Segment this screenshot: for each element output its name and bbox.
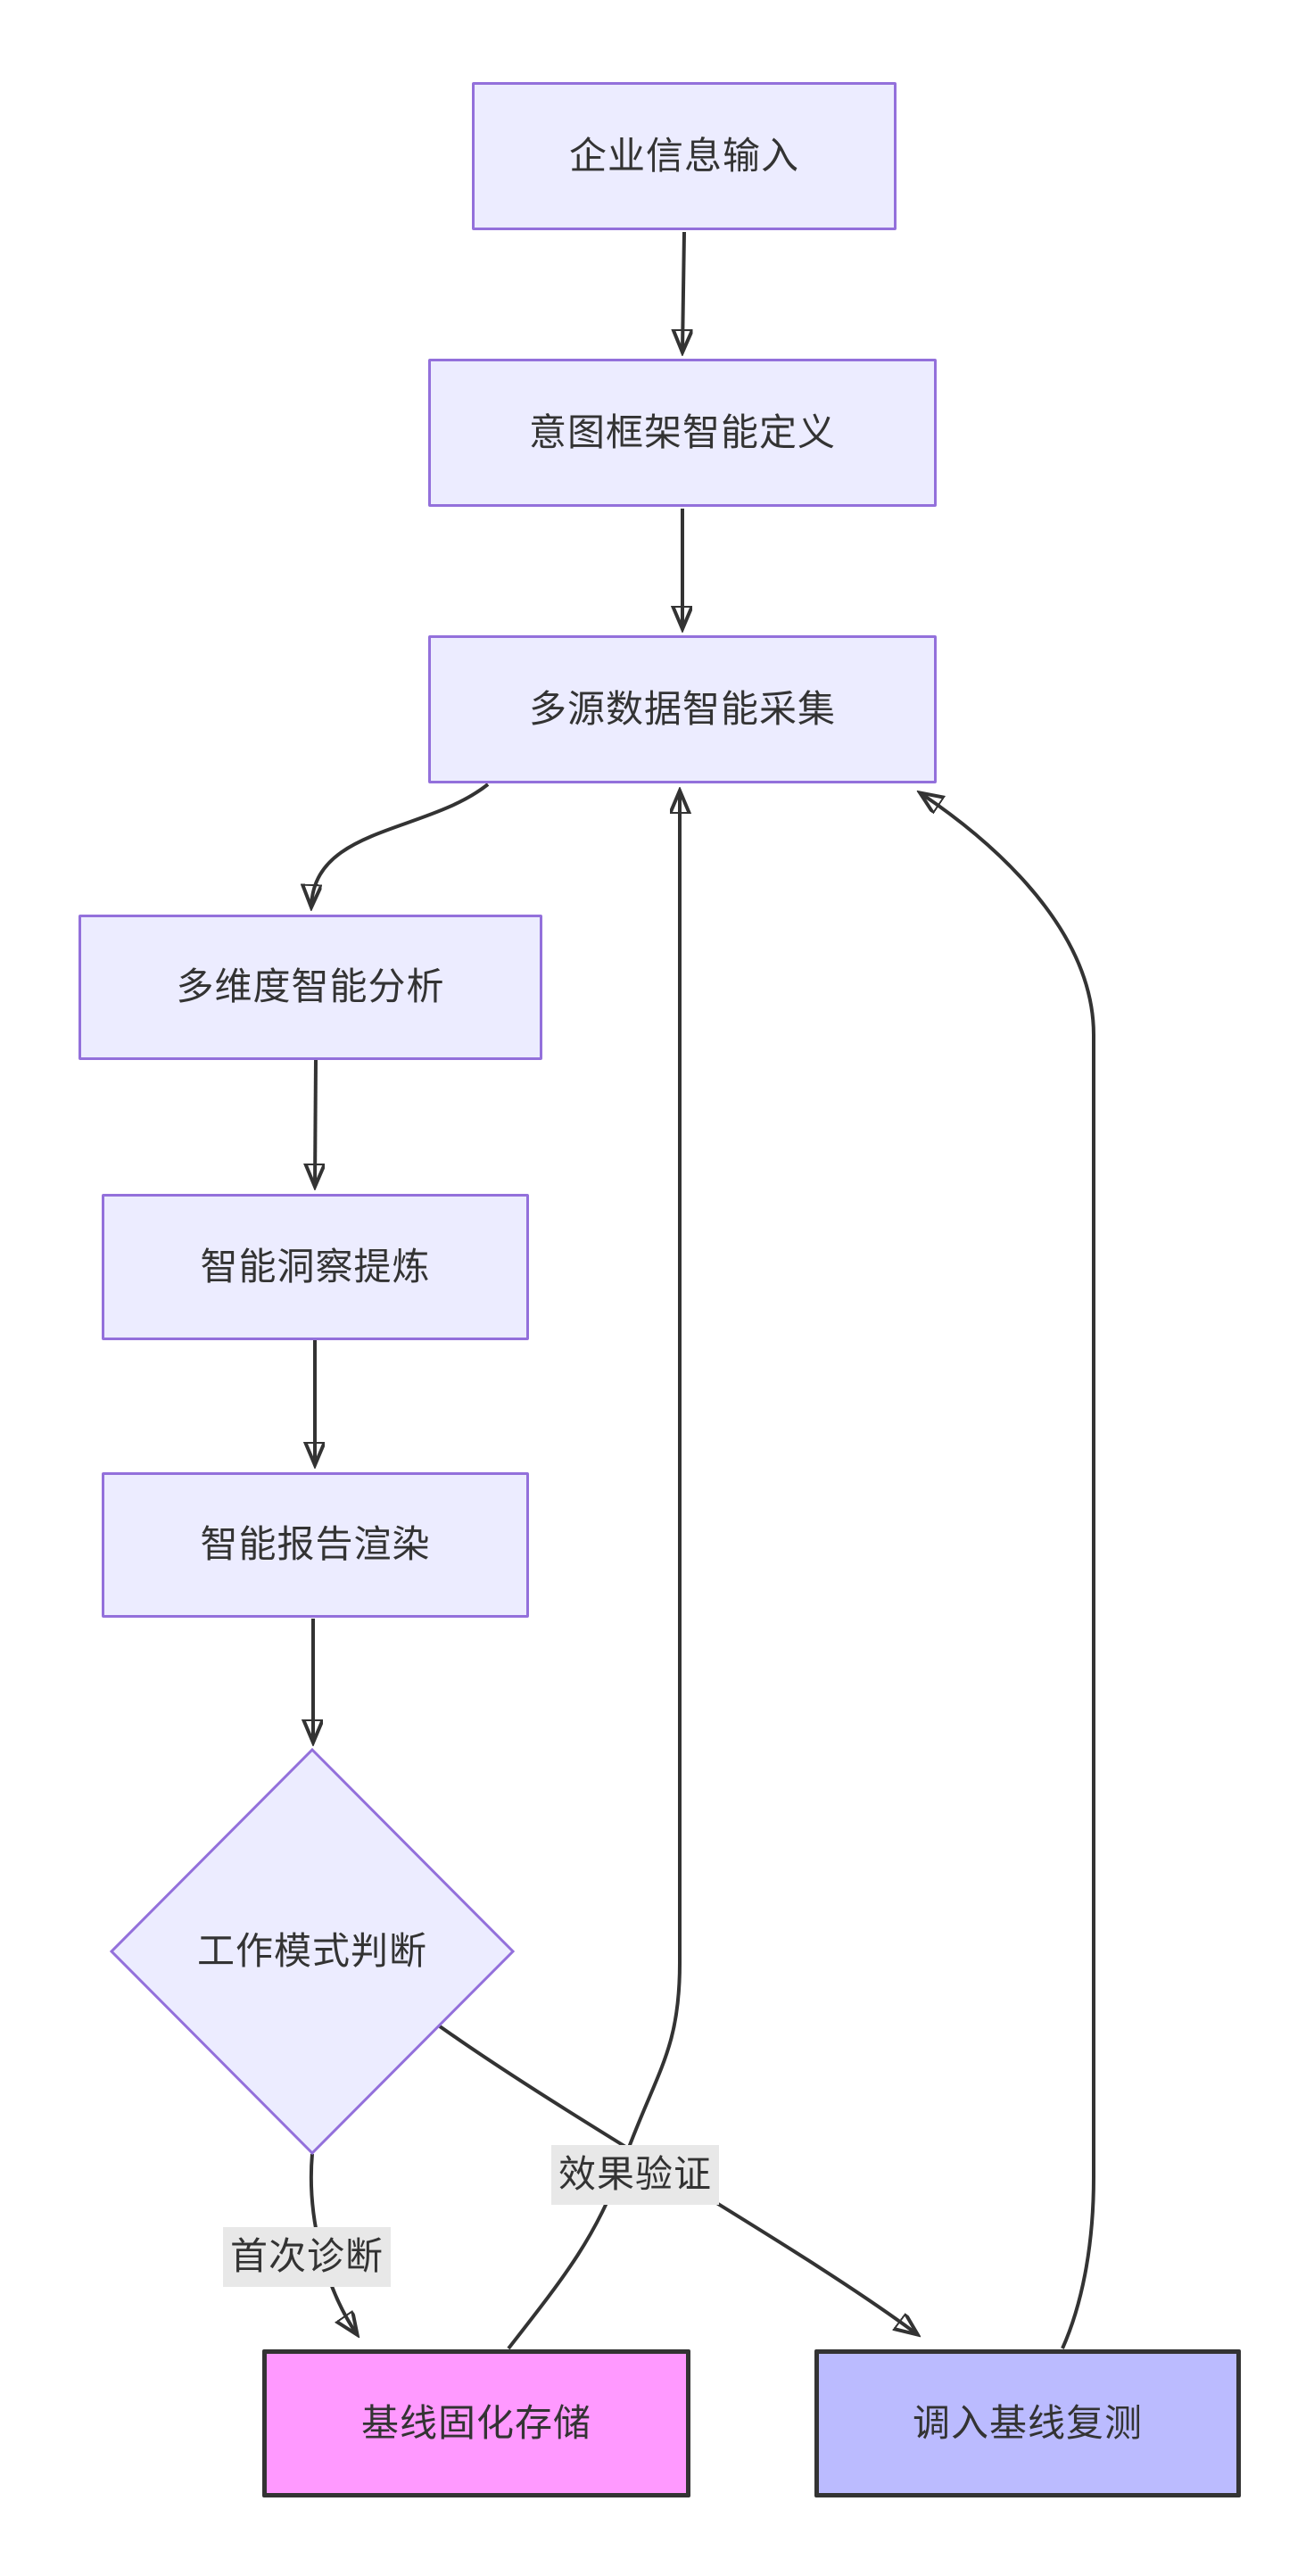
edge-label-effect-verification-text: 效果验证 [558,2153,713,2195]
work-mode-diamond-shape [109,1747,516,2156]
node-insight-refine-label: 智能洞察提炼 [200,1245,431,1288]
edge-baseline-retest-to-data-collection [921,793,1095,2349]
node-baseline-store: 基线固化存储 [262,2349,690,2497]
edge-data-collection-to-multi-analysis [311,783,490,907]
node-baseline-retest-label: 调入基线复测 [912,2401,1143,2444]
node-insight-refine: 智能洞察提炼 [102,1194,529,1340]
edge-label-first-diagnosis: 首次诊断 [223,2227,392,2287]
node-data-collection-label: 多源数据智能采集 [528,687,836,730]
node-report-render: 智能报告渲染 [102,1472,529,1618]
edge-enterprise-input-to-intent-framework [682,231,684,352]
node-baseline-retest: 调入基线复测 [814,2349,1241,2497]
node-work-mode: 工作模式判断 [112,1750,513,2153]
node-data-collection: 多源数据智能采集 [428,635,937,783]
node-multi-analysis-label: 多维度智能分析 [176,965,445,1008]
node-intent-framework-label: 意图框架智能定义 [528,410,836,453]
node-work-mode-label: 工作模式判断 [196,1929,427,1972]
node-multi-analysis: 多维度智能分析 [79,915,542,1060]
node-baseline-store-label: 基线固化存储 [360,2401,591,2444]
node-intent-framework: 意图框架智能定义 [428,359,937,507]
node-report-render-label: 智能报告渲染 [200,1523,431,1566]
edge-label-effect-verification: 效果验证 [551,2145,720,2205]
edge-multi-analysis-to-insight-refine [315,1059,316,1186]
node-enterprise-input: 企业信息输入 [472,82,897,230]
edge-label-first-diagnosis-text: 首次诊断 [230,2235,384,2277]
node-enterprise-input-label: 企业信息输入 [568,134,799,177]
